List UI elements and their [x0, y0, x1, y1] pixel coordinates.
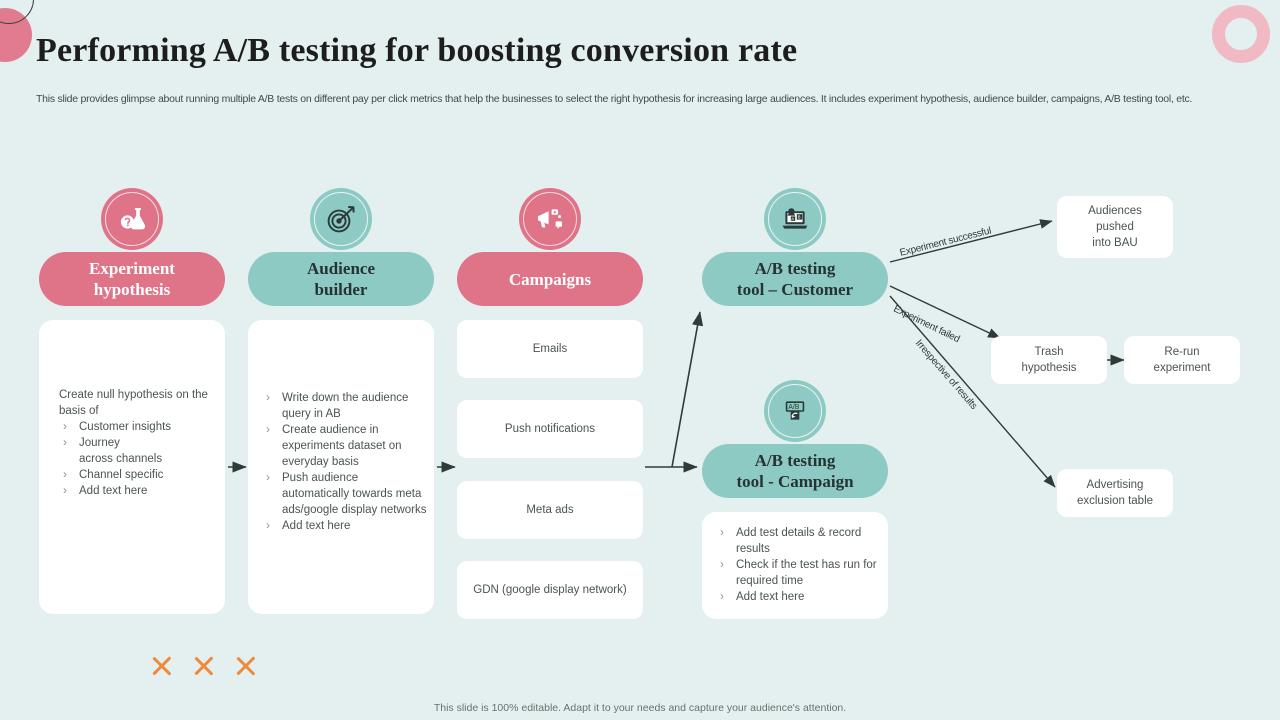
outcome-audiences-pushed-into-bau[interactable]: Audiences pushed into BAU — [1057, 196, 1173, 258]
outcome-advertising-exclusion-table[interactable]: Advertising exclusion table — [1057, 469, 1173, 517]
list-item: Customer insights — [59, 418, 215, 435]
card-ab-testing-tool-campaign[interactable]: Add test details & record results Check … — [702, 512, 888, 619]
pillar-label-line1: Audience — [307, 259, 375, 278]
pillar-label-experiment-hypothesis[interactable]: Experiment hypothesis — [39, 252, 225, 306]
pillar-label-line2: builder — [314, 280, 368, 299]
list-item: Check if the test has run for required t… — [716, 556, 882, 589]
pillar-label-line1: Campaigns — [508, 269, 592, 289]
list-item: Push audience automatically towards meta… — [262, 469, 428, 518]
pillar-label-line2: tool – Customer — [736, 280, 854, 299]
campaign-card-label: Push notifications — [504, 423, 596, 435]
pillar-label-line1: A/B testing — [754, 259, 836, 278]
campaign-card-push-notifications[interactable]: Push notifications — [457, 400, 643, 458]
campaign-card-gdn[interactable]: GDN (google display network) — [457, 561, 643, 619]
arrow-label-irrespective-of-results: Irrespective of results — [912, 337, 979, 412]
list-item: Journey across channels — [59, 434, 215, 467]
flask-question-icon — [101, 188, 163, 250]
arrow-label-experiment-failed: Experiment failed — [891, 303, 962, 346]
outcome-line: pushed — [1096, 221, 1134, 233]
outcome-rerun-experiment[interactable]: Re-run experiment — [1124, 336, 1240, 384]
x-mark-icon — [234, 654, 258, 678]
list-item: Create audience in experiments dataset o… — [262, 421, 428, 470]
megaphone-icon — [519, 188, 581, 250]
card-audience-builder[interactable]: Write down the audience query in AB Crea… — [248, 320, 434, 614]
list-item: Add text here — [59, 482, 215, 499]
bullet-list-audience-builder: Write down the audience query in AB Crea… — [262, 389, 428, 534]
card-experiment-hypothesis[interactable]: Create null hypothesis on the basis of C… — [39, 320, 225, 614]
footer-note: This slide is 100% editable. Adapt it to… — [433, 702, 847, 714]
outcome-line: Re-run — [1164, 346, 1200, 358]
x-mark-icon — [150, 654, 174, 678]
outcome-line: Advertising — [1086, 479, 1144, 491]
outcome-trash-hypothesis[interactable]: Trash hypothesis — [991, 336, 1107, 384]
card-lead-text: Create null hypothesis on the basis of — [59, 389, 208, 417]
outcome-line: hypothesis — [1021, 362, 1077, 374]
bullet-list-ab-testing-campaign: Add test details & record results Check … — [716, 524, 882, 605]
campaign-card-emails[interactable]: Emails — [457, 320, 643, 378]
pillar-label-line1: A/B testing — [754, 451, 836, 470]
list-item: Channel specific — [59, 466, 215, 483]
ab-swap-icon: A/B — [764, 380, 826, 442]
decorative-pink-ring — [1212, 5, 1270, 63]
outcome-line: experiment — [1153, 362, 1211, 374]
page-title: Performing A/B testing for boosting conv… — [36, 32, 798, 69]
outcome-line: Audiences — [1088, 205, 1142, 217]
list-item: Add text here — [716, 588, 882, 605]
svg-text:A/B: A/B — [788, 404, 800, 411]
bullet-list-experiment-hypothesis: Customer insights Journey across channel… — [59, 418, 215, 499]
campaign-card-meta-ads[interactable]: Meta ads — [457, 481, 643, 539]
list-item: Add text here — [262, 517, 428, 534]
outcome-line: Trash — [1034, 346, 1064, 358]
x-mark-icon — [192, 654, 216, 678]
list-item: Add test details & record results — [716, 524, 882, 557]
campaign-card-label: Meta ads — [526, 504, 574, 516]
pillar-label-line1: Experiment — [89, 259, 175, 278]
svg-text:B: B — [798, 215, 801, 220]
target-dart-icon — [310, 188, 372, 250]
campaign-card-label: GDN (google display network) — [473, 584, 627, 596]
list-item: Write down the audience query in AB — [262, 389, 428, 422]
outcome-line: into BAU — [1092, 237, 1138, 249]
arrow-label-experiment-successful: Experiment successful — [898, 225, 993, 259]
page-subtitle: This slide provides glimpse about runnin… — [36, 93, 1193, 105]
pillar-label-ab-testing-tool-customer[interactable]: A/B testing tool – Customer — [702, 252, 888, 306]
campaign-card-label: Emails — [532, 343, 568, 355]
svg-text:A: A — [791, 216, 794, 221]
pillar-label-line2: tool - Campaign — [736, 472, 854, 491]
pillar-label-campaigns[interactable]: Campaigns — [457, 252, 643, 306]
pillar-label-ab-testing-tool-campaign[interactable]: A/B testing tool - Campaign — [702, 444, 888, 498]
decorative-x-marks — [150, 654, 258, 678]
laptop-ab-test-icon: A B — [764, 188, 826, 250]
pillar-label-line2: hypothesis — [93, 280, 171, 299]
outcome-line: exclusion table — [1076, 495, 1154, 507]
decorative-outline-circle — [0, 0, 34, 24]
pillar-label-audience-builder[interactable]: Audience builder — [248, 252, 434, 306]
